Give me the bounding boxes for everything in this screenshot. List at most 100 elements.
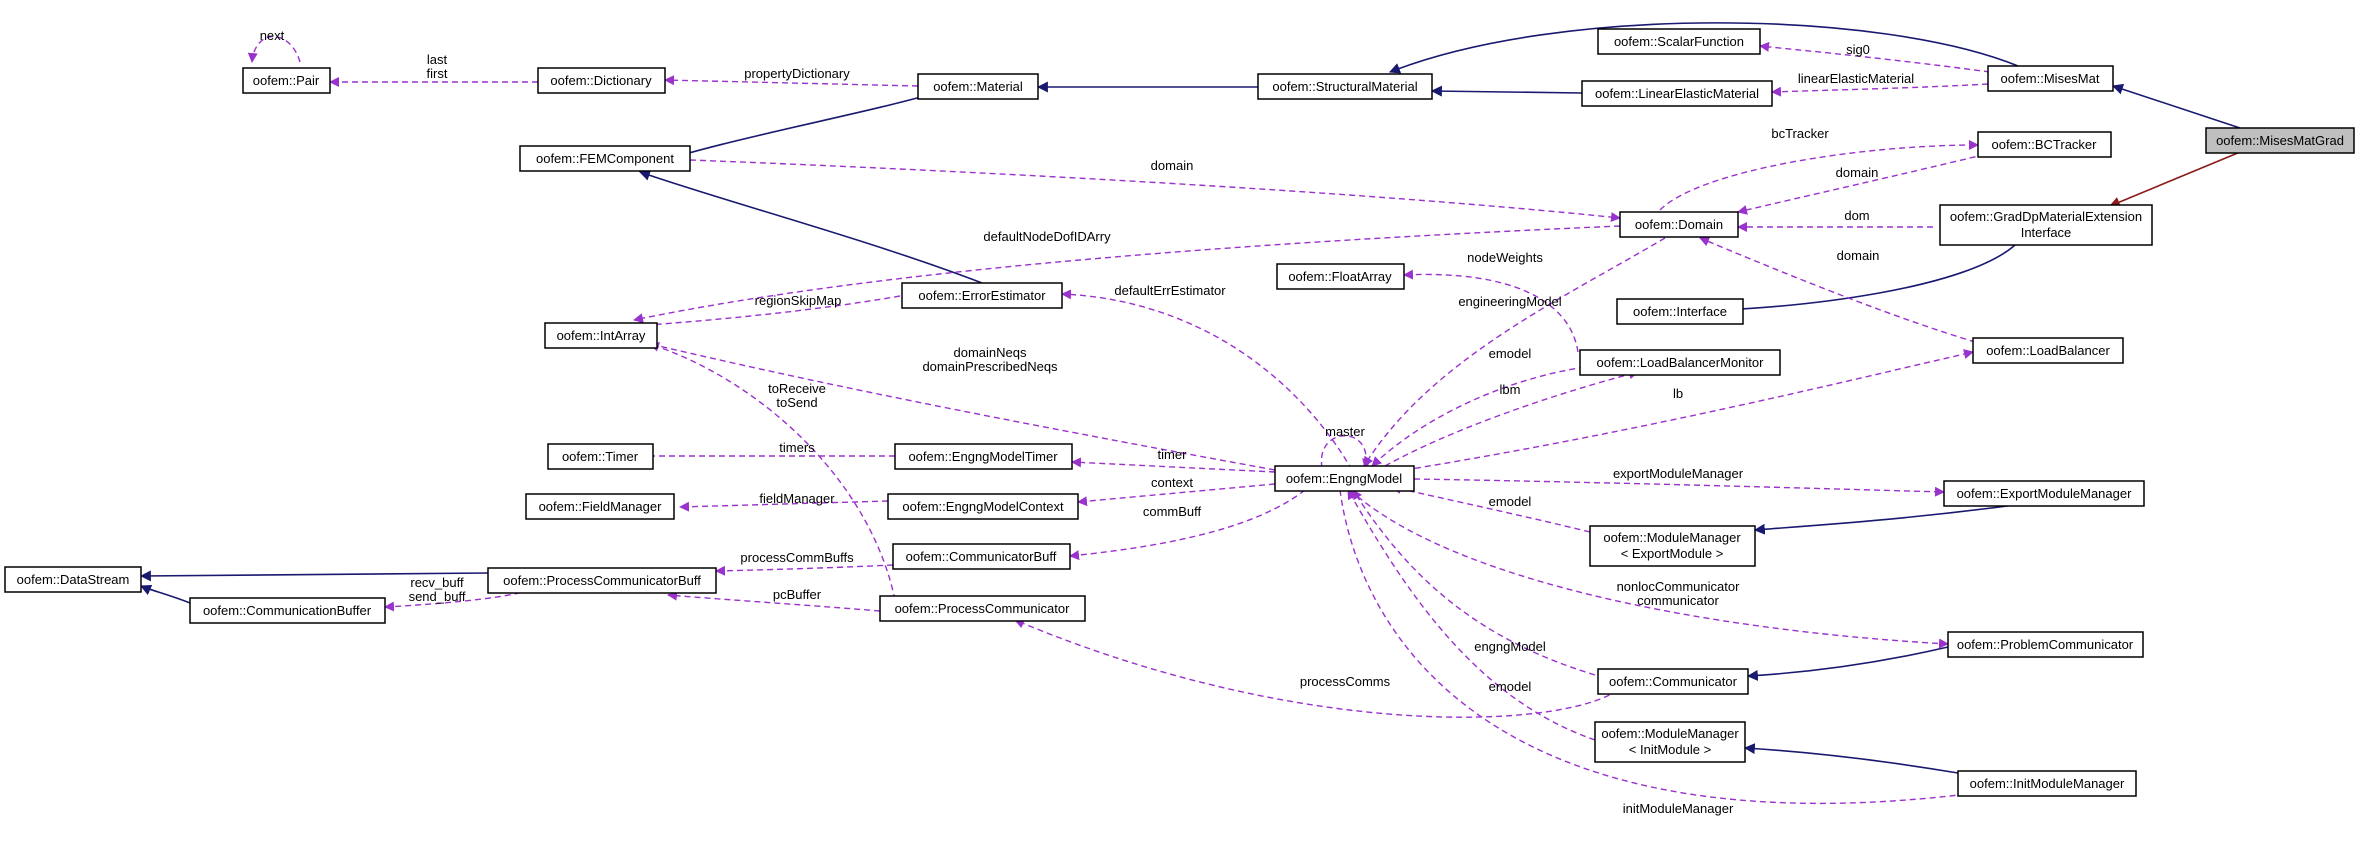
edge-master <box>1320 435 1372 469</box>
edge-nonloc-communicator <box>1349 489 1949 649</box>
node-linear-elastic-material-label: oofem::LinearElasticMaterial <box>1595 86 1759 101</box>
edge-emodel-lbm <box>1371 366 1586 467</box>
node-error-estimator[interactable]: oofem::ErrorEstimator <box>901 282 1063 309</box>
label-emodel-init: emodel <box>1489 679 1532 694</box>
node-linear-elastic-material[interactable]: oofem::LinearElasticMaterial <box>1581 80 1773 107</box>
edge-engineering-model <box>1363 237 1666 467</box>
label-next: next <box>260 28 285 43</box>
edge-emodel-init <box>1347 489 1596 741</box>
node-material-label: oofem::Material <box>933 79 1023 94</box>
node-module-manager-export-line2: < ExportModule > <box>1621 546 1724 561</box>
node-process-communicator-buff[interactable]: oofem::ProcessCommunicatorBuff <box>487 567 717 594</box>
edge-domain-lb <box>1699 236 1986 346</box>
node-engng-model-timer-label: oofem::EngngModelTimer <box>908 449 1058 464</box>
node-float-array[interactable]: oofem::FloatArray <box>1276 263 1405 290</box>
node-mises-mat-grad-label: oofem::MisesMatGrad <box>2216 133 2344 148</box>
node-init-module-manager[interactable]: oofem::InitModuleManager <box>1957 770 2137 797</box>
node-float-array-label: oofem::FloatArray <box>1288 269 1392 284</box>
label-domain-bct: domain <box>1836 165 1879 180</box>
node-module-manager-init-line2: < InitModule > <box>1629 742 1711 757</box>
edge-next <box>247 36 301 63</box>
label-process-comm-buffs: processCommBuffs <box>740 550 854 565</box>
node-mises-mat-label: oofem::MisesMat <box>2001 71 2100 86</box>
node-module-manager-export[interactable]: oofem::ModuleManager < ExportModule > <box>1589 525 1756 567</box>
node-fem-component-label: oofem::FEMComponent <box>536 151 674 166</box>
label-first: first <box>427 66 448 81</box>
edge-default-node-dof <box>633 225 1621 324</box>
node-domain[interactable]: oofem::Domain <box>1619 211 1739 238</box>
label-bctracker: bcTracker <box>1771 126 1829 141</box>
edge-domain-bct <box>1737 151 1996 215</box>
node-mises-mat-grad[interactable]: oofem::MisesMatGrad <box>2205 127 2355 154</box>
node-graddp-interface[interactable]: oofem::GradDpMaterialExtension Interface <box>1939 204 2153 246</box>
label-default-err-estimator: defaultErrEstimator <box>1114 283 1226 298</box>
node-engng-model-context[interactable]: oofem::EngngModelContext <box>887 493 1079 520</box>
node-int-array[interactable]: oofem::IntArray <box>544 322 658 349</box>
node-pair[interactable]: oofem::Pair <box>242 67 331 94</box>
label-master: master <box>1325 424 1365 439</box>
edge-domain-neqs <box>633 337 1276 471</box>
edge-init-mm <box>1743 743 1959 774</box>
nodes: oofem::Pair oofem::Dictionary oofem::Mat… <box>4 28 2355 797</box>
label-domain-lb: domain <box>1837 248 1880 263</box>
label-context: context <box>1151 475 1193 490</box>
node-load-balancer-label: oofem::LoadBalancer <box>1986 343 2110 358</box>
label-dom: dom <box>1844 208 1869 223</box>
node-bc-tracker-label: oofem::BCTracker <box>1992 137 2098 152</box>
node-dictionary-label: oofem::Dictionary <box>550 73 652 88</box>
node-module-manager-init-line1: oofem::ModuleManager <box>1601 726 1739 741</box>
edge-lbm <box>1384 369 1639 467</box>
node-process-communicator-buff-label: oofem::ProcessCommunicatorBuff <box>503 573 701 588</box>
edge-problem-communicator <box>1746 646 1949 681</box>
node-export-module-manager-label: oofem::ExportModuleManager <box>1957 486 2133 501</box>
node-engng-model[interactable]: oofem::EngngModel <box>1274 465 1415 492</box>
node-data-stream[interactable]: oofem::DataStream <box>4 566 142 593</box>
label-emodel-lbm: emodel <box>1489 346 1532 361</box>
node-communicator-buff[interactable]: oofem::CommunicatorBuff <box>892 543 1071 570</box>
node-load-balancer[interactable]: oofem::LoadBalancer <box>1972 337 2124 364</box>
node-structural-material[interactable]: oofem::StructuralMaterial <box>1257 73 1433 100</box>
inheritance-edges <box>139 22 2246 774</box>
node-load-balancer-monitor[interactable]: oofem::LoadBalancerMonitor <box>1579 349 1781 376</box>
node-field-manager[interactable]: oofem::FieldManager <box>525 493 675 520</box>
edge-default-err-estimator <box>1061 289 1353 471</box>
node-bc-tracker[interactable]: oofem::BCTracker <box>1977 131 2112 158</box>
label-lbm: lbm <box>1500 382 1521 397</box>
edge-misesgrad-mises <box>2111 83 2241 129</box>
node-process-communicator[interactable]: oofem::ProcessCommunicator <box>879 595 1086 622</box>
node-scalar-function[interactable]: oofem::ScalarFunction <box>1597 28 1761 55</box>
node-module-manager-init[interactable]: oofem::ModuleManager < InitModule > <box>1594 721 1746 763</box>
node-problem-communicator[interactable]: oofem::ProblemCommunicator <box>1947 631 2144 658</box>
edge-commbuffer-datastream <box>139 584 191 604</box>
edge-pcb-datastream <box>139 570 489 582</box>
label-timers: timers <box>779 440 815 455</box>
label-recv-buff: recv_buff <box>410 575 464 590</box>
node-communication-buffer[interactable]: oofem::CommunicationBuffer <box>189 597 386 624</box>
edge-lb <box>1404 349 1974 471</box>
label-sig0: sig0 <box>1846 42 1870 57</box>
node-field-manager-label: oofem::FieldManager <box>539 499 663 514</box>
label-engng-model: engngModel <box>1474 639 1546 654</box>
node-timer[interactable]: oofem::Timer <box>547 443 654 470</box>
node-communicator[interactable]: oofem::Communicator <box>1597 668 1749 695</box>
node-material[interactable]: oofem::Material <box>917 73 1039 100</box>
edge-region-skip-map <box>633 295 901 331</box>
node-fem-component[interactable]: oofem::FEMComponent <box>519 145 691 172</box>
node-load-balancer-monitor-label: oofem::LoadBalancerMonitor <box>1597 355 1765 370</box>
edge-error-estimator-fem <box>638 170 983 284</box>
node-interface[interactable]: oofem::Interface <box>1616 298 1744 325</box>
edge-misesgrad-graddp <box>2108 149 2246 208</box>
label-domain-prescribed-neqs: domainPrescribedNeqs <box>922 359 1058 374</box>
label-domain-neqs: domainNeqs <box>954 345 1027 360</box>
node-module-manager-export-line1: oofem::ModuleManager <box>1603 530 1741 545</box>
label-region-skip-map: regionSkipMap <box>755 293 842 308</box>
node-dictionary[interactable]: oofem::Dictionary <box>537 67 666 94</box>
label-default-node-dof: defaultNodeDofIDArry <box>983 229 1111 244</box>
node-engng-model-timer[interactable]: oofem::EngngModelTimer <box>894 443 1073 470</box>
node-mises-mat[interactable]: oofem::MisesMat <box>1987 65 2114 92</box>
label-nonloc-communicator: nonlocCommunicator <box>1617 579 1741 594</box>
edge-export-mm <box>1753 504 2016 535</box>
edge-labels: next last first propertyDictionary sig0 … <box>260 28 1915 816</box>
node-export-module-manager[interactable]: oofem::ExportModuleManager <box>1943 480 2145 507</box>
